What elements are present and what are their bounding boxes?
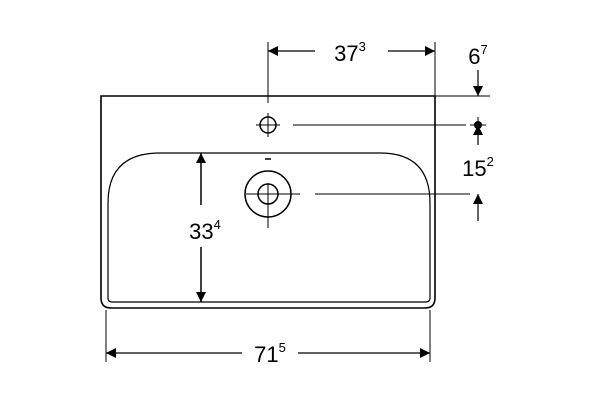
tap-hole (256, 113, 280, 137)
dim-overall-width-label: 715 (254, 340, 286, 367)
dim-deck-height-label: 67 (468, 42, 487, 69)
dim-tap-offset-label: 373 (334, 39, 366, 66)
extension-lines (105, 42, 490, 362)
dim-drain-offset-label: 152 (462, 154, 494, 181)
basin-outline (100, 95, 436, 309)
bowl-outline (107, 152, 431, 303)
drain-hole (244, 158, 300, 228)
dim-basin-depth-label: 334 (189, 217, 221, 244)
